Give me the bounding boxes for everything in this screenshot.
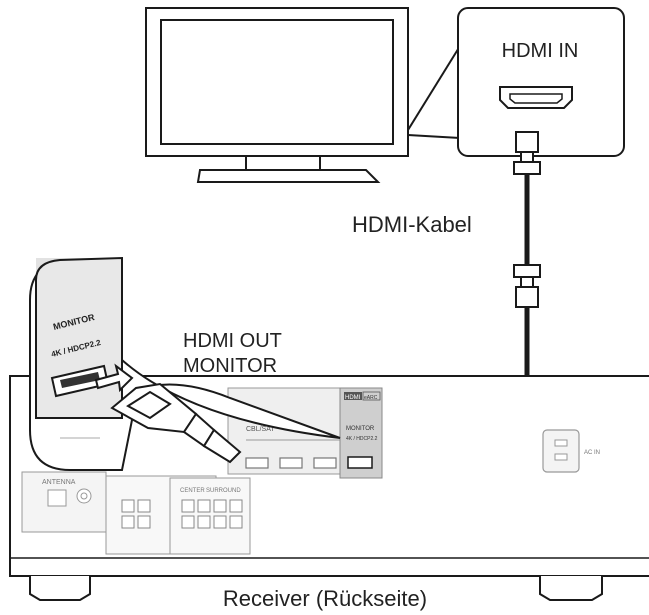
- antenna-text: ANTENNA: [42, 479, 76, 486]
- hdmi-badge-text: HDMI: [345, 395, 361, 401]
- hdmi-monitor-panel: HDMI eARC MONITOR 4K / HDCP2.2: [339, 387, 383, 479]
- hdmi-plug-icon: [110, 382, 242, 464]
- tv-icon: [145, 7, 409, 183]
- hdmi-port-icon: [499, 86, 573, 109]
- surround-text: SURROUND: [206, 488, 241, 494]
- hdmi-in-callout: [407, 7, 625, 157]
- panel-hdcp-text: 4K / HDCP2.2: [346, 436, 378, 442]
- receiver-left-panel: ANTENNA CENTER SURROUND: [21, 471, 251, 555]
- ac-in-text: AC IN: [584, 450, 600, 456]
- receiver-label: Receiver (Rückseite): [222, 586, 428, 611]
- hdmi-out-label: HDMI OUT: [183, 330, 282, 352]
- hdmi-out-callout: MONITOR 4K / HDCP2.2: [29, 256, 341, 471]
- hdmi-out-monitor-label: MONITOR: [183, 355, 278, 377]
- center-text: CENTER: [180, 488, 205, 494]
- hdmi-in-label: HDMI IN: [501, 40, 579, 62]
- ac-in-socket: AC IN: [542, 429, 600, 473]
- panel-cblsat-text: CBL/SAT: [246, 426, 275, 433]
- hdmi-cable-label: HDMI-Kabel: [352, 212, 472, 237]
- panel-monitor-text: MONITOR: [346, 426, 375, 432]
- earc-text: eARC: [364, 395, 378, 401]
- arrow-icon: [94, 363, 134, 393]
- hdmi-input-ports: [245, 457, 337, 469]
